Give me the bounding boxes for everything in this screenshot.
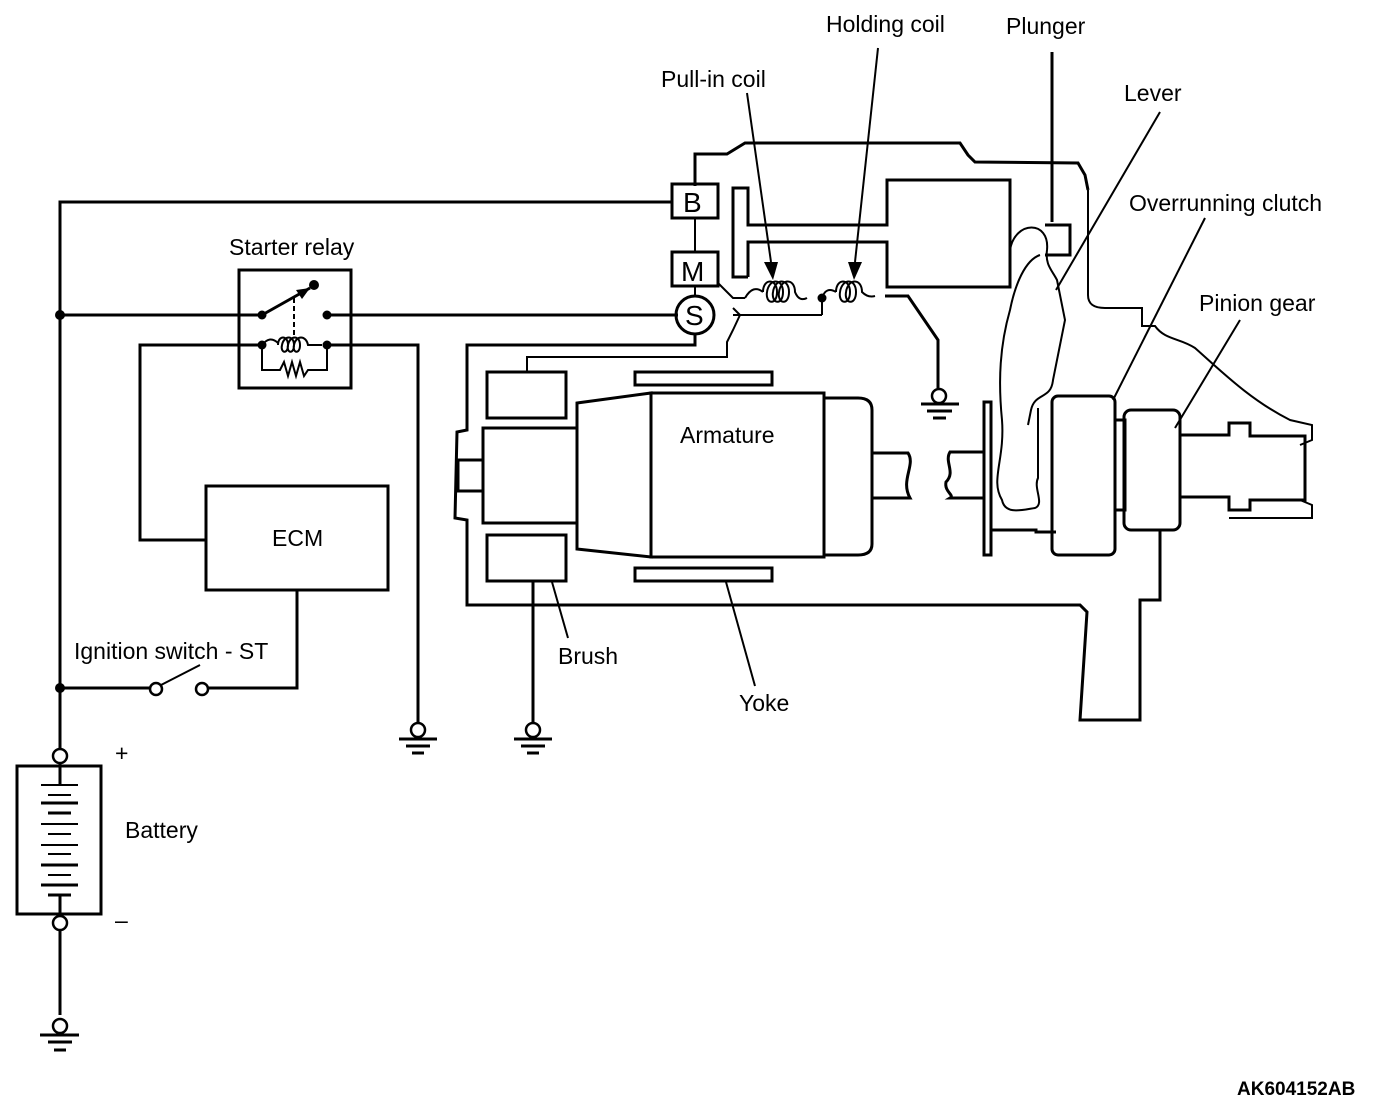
drive-shaft (944, 450, 985, 500)
starter-relay-label: Starter relay (229, 234, 355, 260)
ecm-to-relay-wire (138, 343, 262, 542)
yoke-lower (633, 566, 774, 583)
battery-positive-wire (55, 200, 672, 755)
pinion-shaft (1180, 421, 1307, 512)
nose-housing (1087, 190, 1313, 519)
holding-coil-label: Holding coil (826, 11, 945, 37)
ecm-to-ignition-wire (208, 590, 299, 690)
ignition-switch-label: Ignition switch - ST (74, 638, 268, 664)
commutator (481, 426, 579, 525)
yoke-label: Yoke (739, 690, 789, 716)
holding-coil (821, 280, 876, 303)
pinion-gear-label: Pinion gear (1199, 290, 1316, 316)
lever-label: Lever (1124, 80, 1182, 106)
b-terminal-top-wire (693, 141, 1090, 191)
terminal-b-label: B (683, 187, 702, 218)
ignition-switch (148, 664, 210, 697)
battery (15, 747, 103, 1015)
ground-icon (885, 294, 959, 420)
terminal-s-label: S (685, 300, 704, 331)
armature-shaft (872, 451, 913, 500)
terminal-m-label: M (681, 256, 704, 287)
battery-minus-label: – (115, 907, 128, 933)
plunger-label: Plunger (1006, 13, 1086, 39)
armature (649, 391, 826, 559)
shaft-end (456, 458, 485, 493)
armature-label: Armature (680, 422, 775, 448)
overrunning-clutch-label: Overrunning clutch (1129, 190, 1322, 216)
overrunning-clutch (1050, 394, 1117, 557)
brush-label: Brush (558, 643, 618, 669)
starter-relay (237, 268, 353, 390)
ground-icon (40, 1017, 79, 1052)
battery-plus-label: + (115, 740, 128, 766)
plunger-contact (996, 52, 1072, 512)
ground-icon (514, 580, 552, 755)
ecm-box (204, 484, 390, 592)
solenoid-plunger (731, 178, 1012, 289)
relay-ground-wire (327, 343, 420, 722)
pull-in-coil (744, 280, 808, 303)
battery-label: Battery (125, 817, 198, 843)
pinion-gear (1122, 408, 1182, 532)
leader-lines (551, 47, 1241, 687)
ground-icon (399, 721, 437, 755)
figure-code: AK604152AB (1237, 1079, 1355, 1100)
brush-upper (485, 370, 568, 420)
ecm-label: ECM (272, 525, 323, 551)
drive-collar (982, 400, 993, 557)
armature-taper (575, 391, 653, 559)
brush-lower (485, 533, 568, 583)
pull-in-coil-label: Pull-in coil (661, 66, 766, 92)
armature-end (824, 396, 874, 557)
yoke-upper (633, 370, 774, 387)
